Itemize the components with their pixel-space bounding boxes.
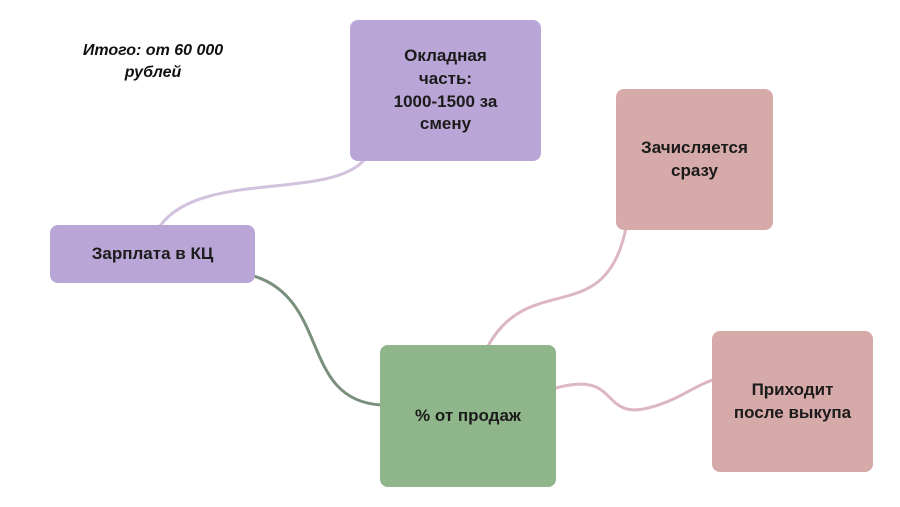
total-note: Итого: от 60 000 рублей bbox=[82, 42, 224, 82]
after-buyout-label: Приходит после выкупа bbox=[733, 379, 852, 422]
credited-immediately-label: Зачисляется сразу bbox=[641, 137, 748, 180]
connector-sales-percent-to-credited-immediately bbox=[486, 226, 628, 348]
connector-sales-percent-to-after-buyout bbox=[554, 378, 715, 412]
salary-kc-node[interactable]: Зарплата в КЦ bbox=[50, 225, 255, 283]
credited-immediately-node[interactable]: Зачисляется сразу bbox=[616, 89, 773, 230]
base-pay-node[interactable]: Окладная часть: 1000-1500 за смену bbox=[350, 20, 541, 161]
after-buyout-node[interactable]: Приходит после выкупа bbox=[712, 331, 873, 472]
salary-kc-label: Зарплата в КЦ bbox=[91, 243, 214, 263]
sales-percent-node[interactable]: % от продаж bbox=[380, 345, 556, 487]
base-pay-label: Окладная часть: 1000-1500 за смену bbox=[393, 45, 498, 134]
connector-salary-to-sales-percent bbox=[252, 274, 383, 407]
connector-salary-to-base-pay bbox=[158, 158, 366, 228]
sales-percent-label: % от продаж bbox=[415, 405, 521, 425]
